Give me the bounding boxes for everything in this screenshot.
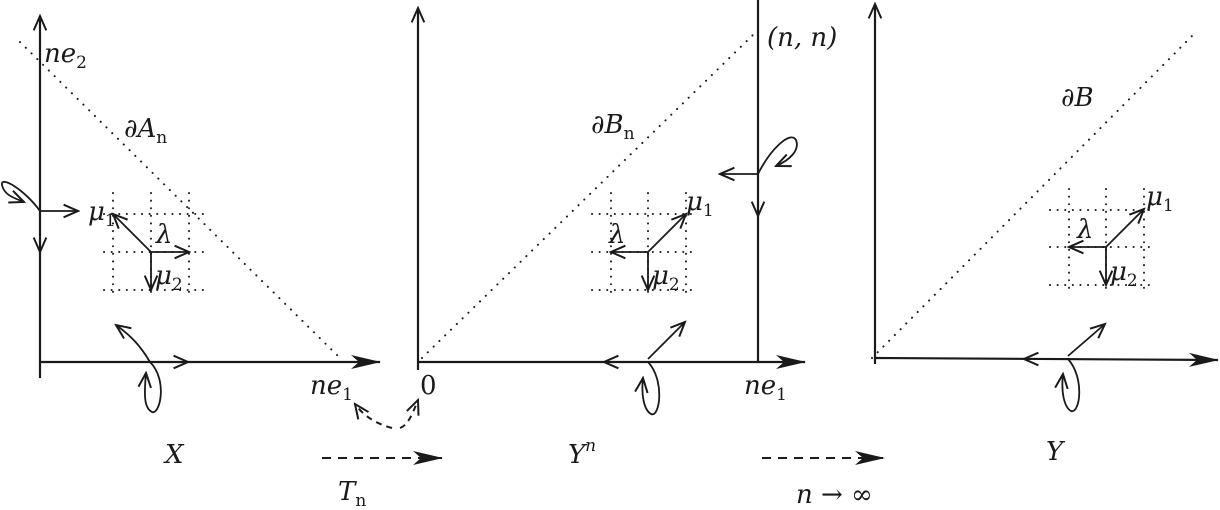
label-corner-nn: (n, n): [767, 23, 837, 53]
panel-y: ∂B μ1 λ μ2 Y: [871, 4, 1219, 467]
wall-loop: [1, 180, 41, 212]
floor-arrow-up-left: [116, 325, 151, 363]
floor-arrow-up-right: [1067, 324, 1105, 357]
label-lambda: λ: [1076, 215, 1093, 245]
label-ne2: ne2: [44, 39, 87, 73]
label-mu2: μ2: [155, 261, 183, 295]
floor-loop: [1062, 358, 1081, 412]
floor-arrow-up-right: [647, 322, 685, 360]
boundary-line-dBn: [421, 31, 757, 359]
panel-yn: 0 (n, n) ∂Bn μ1 λ μ2 ne1 Yn: [418, 0, 837, 470]
label-ne1: ne1: [744, 371, 787, 405]
label-mu2: μ2: [652, 261, 680, 295]
panel-title-y: Y: [1046, 437, 1066, 467]
label-dBn: ∂Bn: [591, 110, 635, 144]
label-n-to-infinity: n → ∞: [796, 480, 873, 510]
label-dAn: ∂An: [124, 114, 167, 148]
mu1-vector: [647, 214, 686, 253]
mu1-vector: [1105, 209, 1144, 248]
flip-arrow-right: [399, 400, 418, 429]
label-mu1: μ1: [1146, 182, 1174, 216]
panel-title-yn: Yn: [568, 436, 596, 470]
label-mu1: μ1: [686, 187, 714, 221]
lattice-grid: [1049, 188, 1155, 294]
floor-loop: [642, 361, 661, 415]
wall-loop: [757, 136, 798, 175]
label-mu2: μ2: [1110, 257, 1138, 291]
mu1-vector: [113, 214, 152, 253]
lattice-grid: [591, 192, 697, 299]
panel-x: ne2 ∂An μ1 λ μ2 ne1 X: [1, 16, 381, 470]
boundary-line-dA: [19, 41, 341, 359]
boundary-line-dB: [871, 35, 1193, 359]
label-dB: ∂B: [1061, 83, 1094, 113]
label-tn: Tn: [338, 477, 366, 510]
panel-title-x: X: [163, 440, 185, 470]
label-mu1: μ1: [88, 197, 116, 231]
flip-arrow-left: [355, 404, 393, 429]
label-origin: 0: [420, 371, 437, 401]
floor-loop: [145, 361, 162, 413]
label-lambda: λ: [155, 220, 172, 250]
label-lambda: λ: [608, 220, 625, 250]
label-ne1: ne1: [310, 371, 353, 405]
